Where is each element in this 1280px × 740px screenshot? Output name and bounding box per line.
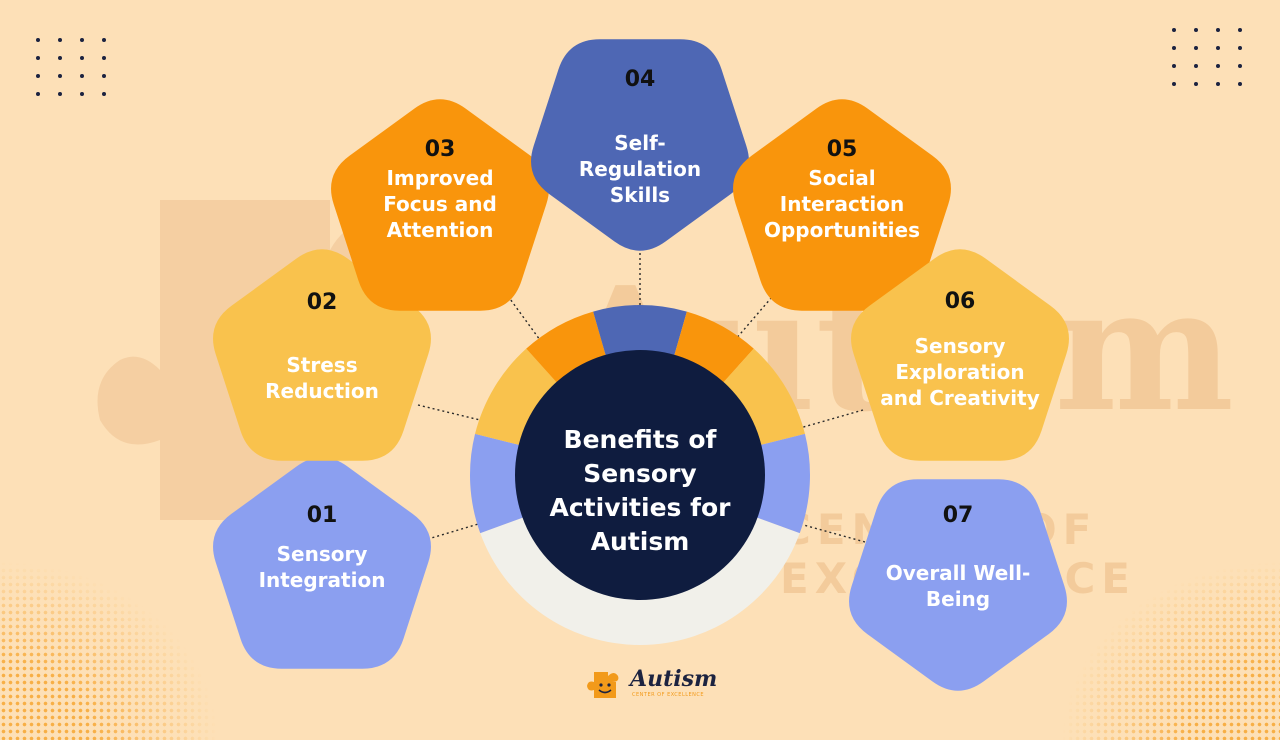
benefit-label-02: Stress Reduction — [265, 353, 379, 403]
benefit-label-01: Sensory Integration — [258, 542, 386, 592]
benefit-pentagon-06 — [851, 249, 1069, 461]
benefit-number-02: 02 — [306, 290, 338, 315]
benefit-number-07: 07 — [942, 503, 974, 528]
benefit-pentagon-01 — [213, 457, 431, 669]
ring-segment-05 — [674, 311, 754, 383]
center-circle — [515, 350, 765, 600]
benefit-label-07: Overall Well-Being — [885, 561, 1031, 611]
benefit-pentagon-03 — [331, 99, 549, 311]
benefits-diagram — [213, 39, 1069, 691]
ring-segment-07 — [756, 433, 810, 534]
halftone-bottom-right — [1060, 560, 1280, 740]
benefit-label-06: Sensory Exploration and Creativity — [880, 334, 1040, 410]
benefit-label-04: Self-Regulation Skills — [578, 131, 702, 207]
benefit-number-01: 01 — [306, 503, 338, 528]
logo-tagline: CENTER OF EXCELLENCE — [632, 692, 705, 698]
ring-segment-03 — [526, 311, 606, 383]
ring-segment-02 — [475, 348, 558, 446]
ring-segment-01 — [470, 433, 524, 534]
logo: Autism CENTER OF EXCELLENCE — [586, 664, 717, 704]
benefit-pentagon-07 — [849, 479, 1067, 691]
center-title: Benefits of Sensory Activities for Autis… — [549, 425, 731, 556]
ring-segment-04 — [593, 305, 687, 356]
connector-line-02 — [417, 404, 481, 421]
connector-line-06 — [799, 409, 864, 429]
logo-word: Autism — [630, 666, 718, 692]
benefit-number-03: 03 — [424, 137, 456, 162]
connector-line-07 — [799, 523, 866, 543]
center-ring — [470, 305, 810, 645]
benefit-label-05: Social Interaction Opportunities — [763, 166, 920, 242]
ring-segment-06 — [722, 348, 805, 446]
halftone-bottom-left — [0, 560, 220, 740]
benefit-number-06: 06 — [944, 289, 976, 314]
benefit-number-04: 04 — [624, 67, 656, 92]
benefit-pentagon-05 — [733, 99, 951, 311]
benefit-pentagon-04 — [531, 39, 749, 251]
benefit-number-05: 05 — [826, 137, 858, 162]
benefit-label-03: Improved Focus and Attention — [383, 166, 497, 242]
benefit-pentagons — [213, 39, 1069, 691]
ring-segment-bottom — [480, 517, 800, 645]
logo-puzzle-icon — [587, 672, 619, 698]
